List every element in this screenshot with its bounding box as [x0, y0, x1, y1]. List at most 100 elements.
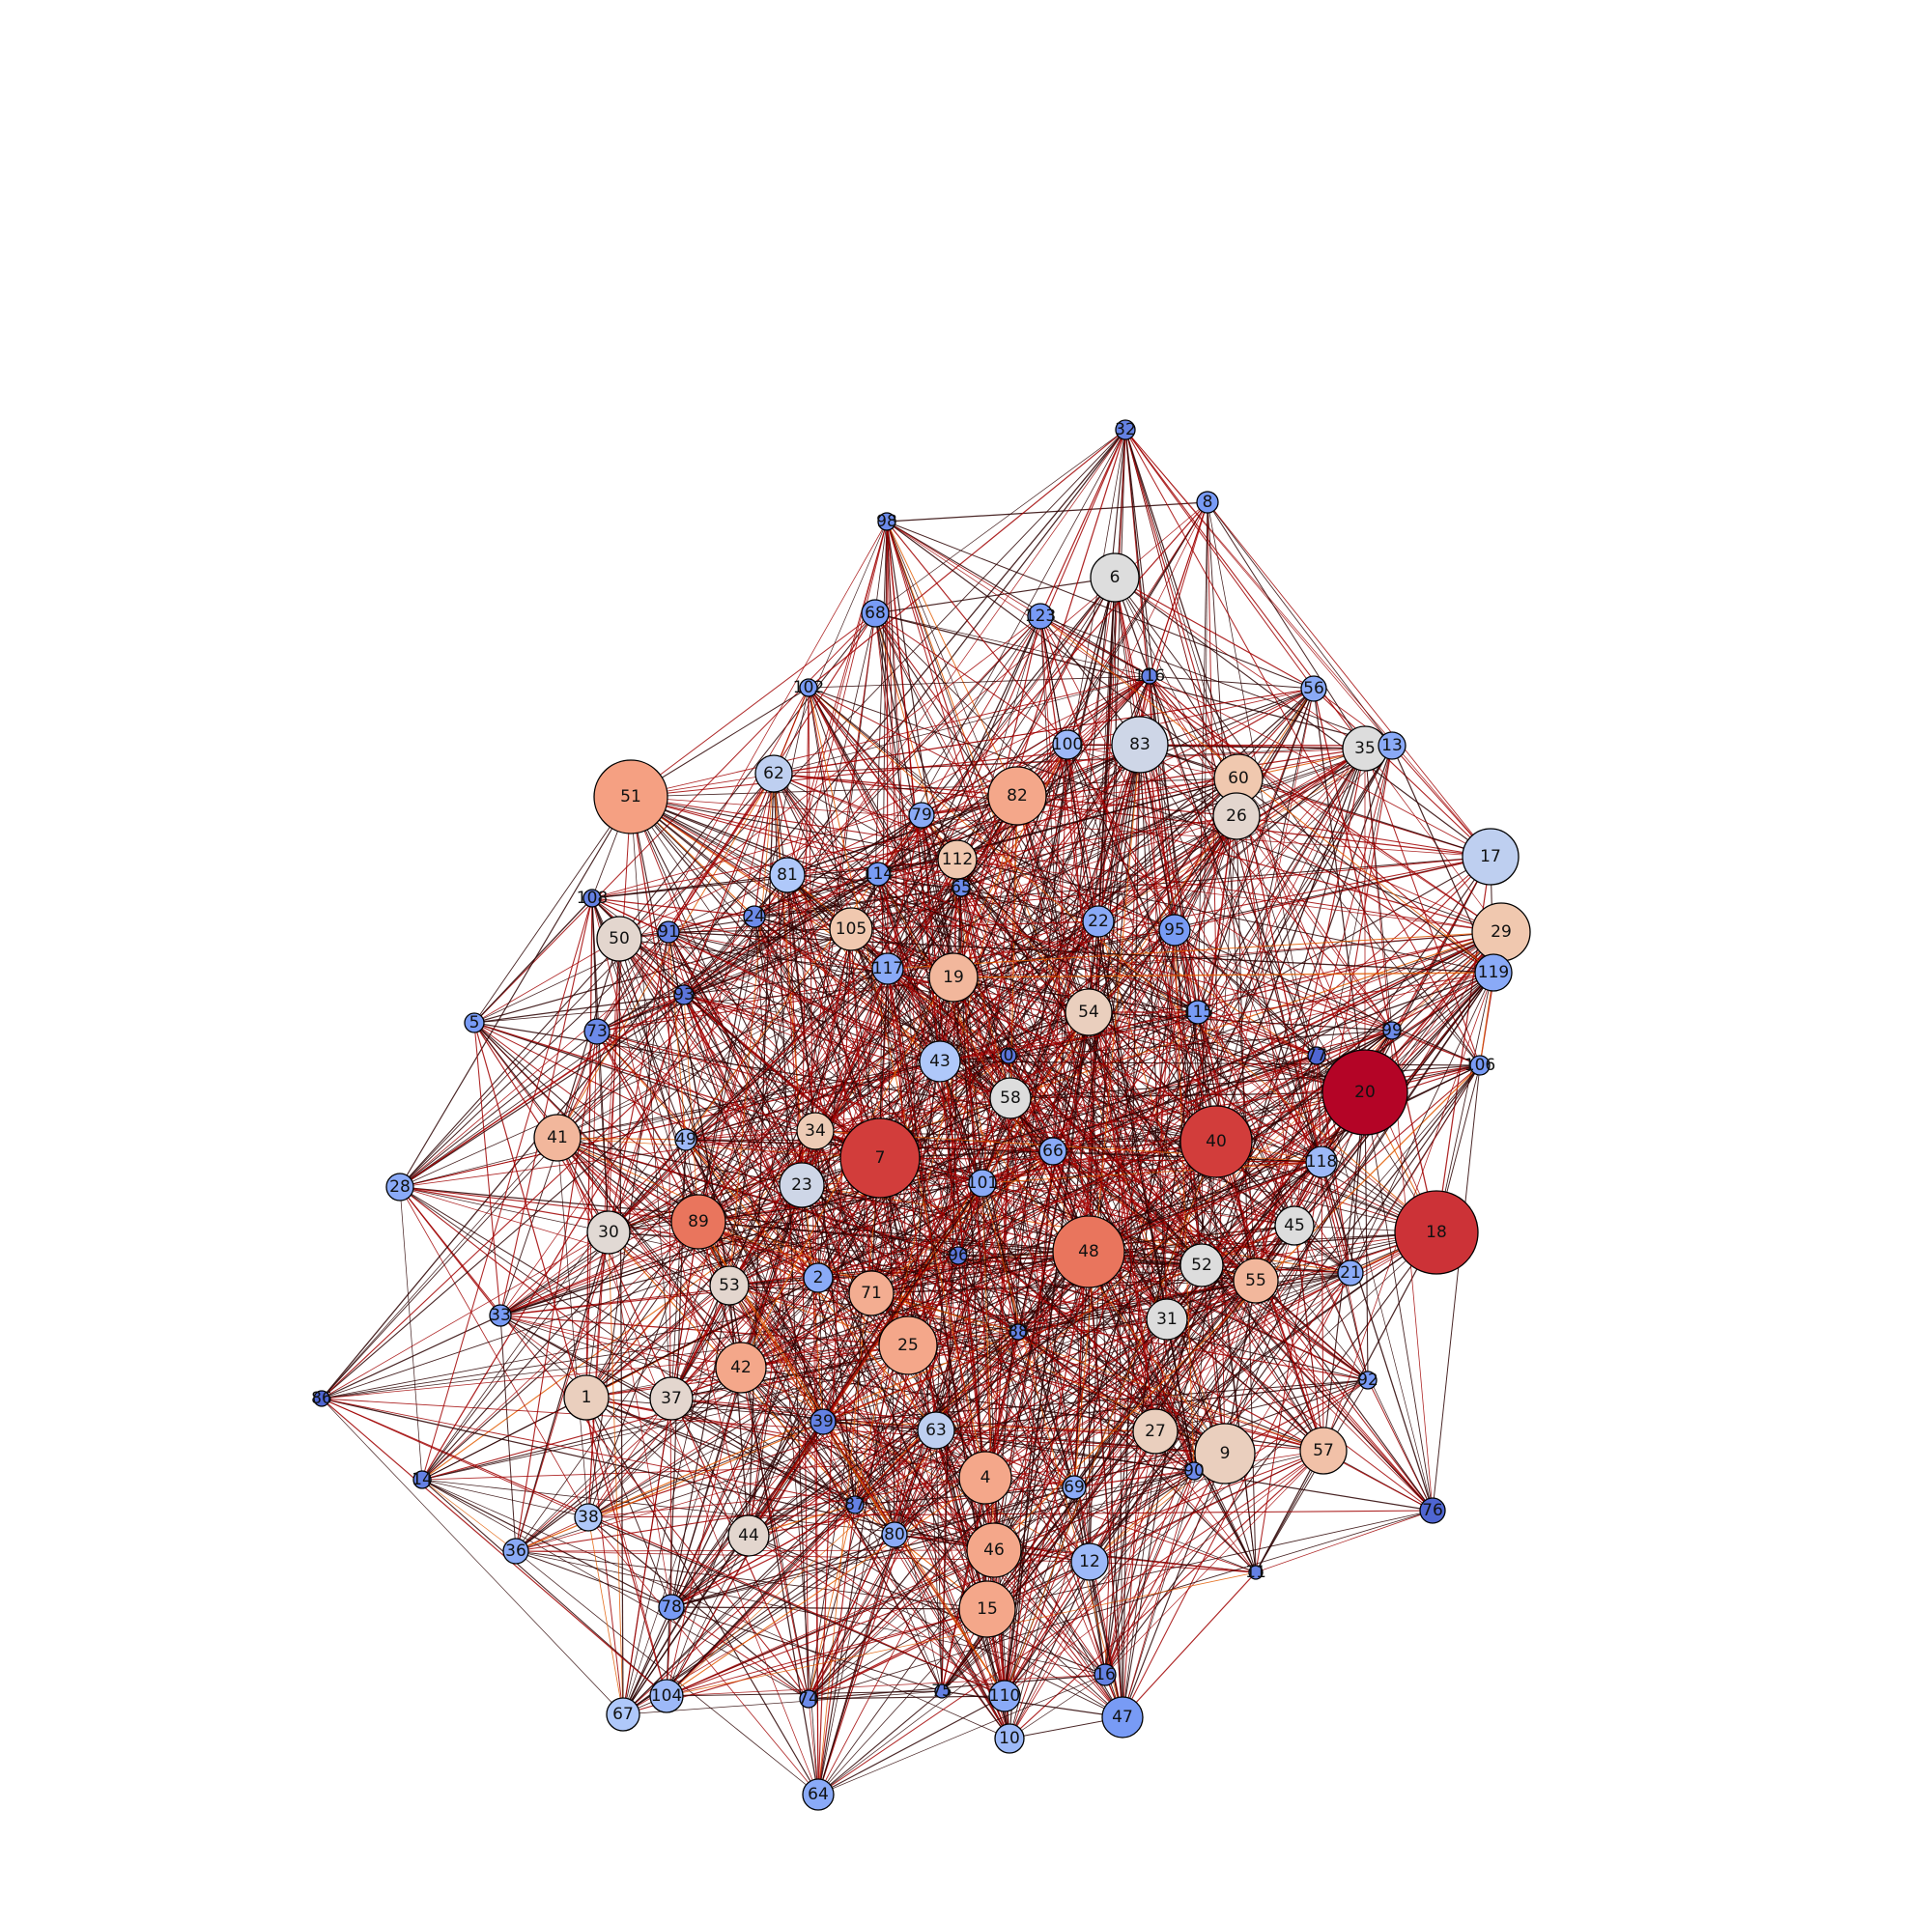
- node-37[interactable]: 37: [649, 1376, 694, 1421]
- node-100[interactable]: 100: [1052, 729, 1083, 760]
- node-79[interactable]: 79: [908, 802, 935, 829]
- node-77[interactable]: 77: [1306, 1046, 1327, 1065]
- node-68[interactable]: 68: [861, 599, 890, 628]
- node-90[interactable]: 90: [1183, 1461, 1205, 1481]
- node-4[interactable]: 4: [958, 1451, 1012, 1505]
- node-57[interactable]: 57: [1299, 1427, 1348, 1475]
- node-17[interactable]: 17: [1462, 828, 1520, 886]
- node-29[interactable]: 29: [1471, 902, 1531, 962]
- node-43[interactable]: 43: [919, 1040, 961, 1083]
- node-51[interactable]: 51: [593, 759, 668, 834]
- node-89[interactable]: 89: [670, 1194, 726, 1250]
- node-62[interactable]: 62: [754, 754, 793, 793]
- node-71[interactable]: 71: [848, 1270, 895, 1316]
- node-82[interactable]: 82: [987, 766, 1047, 826]
- node-22[interactable]: 22: [1082, 905, 1115, 938]
- node-45[interactable]: 45: [1274, 1205, 1315, 1246]
- node-95[interactable]: 95: [1158, 914, 1191, 947]
- node-64[interactable]: 64: [802, 1778, 835, 1811]
- node-75[interactable]: 75: [931, 1682, 952, 1701]
- node-86[interactable]: 86: [311, 1389, 332, 1408]
- node-11[interactable]: 11: [1245, 1563, 1266, 1582]
- node-96[interactable]: 96: [948, 1246, 969, 1265]
- node-8[interactable]: 8: [1196, 491, 1219, 514]
- node-81[interactable]: 81: [769, 857, 806, 893]
- node-99[interactable]: 99: [1381, 1021, 1403, 1040]
- node-108[interactable]: 108: [577, 889, 608, 908]
- node-78[interactable]: 78: [658, 1594, 685, 1621]
- node-112[interactable]: 112: [937, 839, 978, 880]
- node-19[interactable]: 19: [928, 952, 979, 1003]
- node-26[interactable]: 26: [1212, 792, 1261, 840]
- node-25[interactable]: 25: [878, 1315, 938, 1375]
- node-55[interactable]: 55: [1233, 1258, 1279, 1304]
- node-92[interactable]: 92: [1357, 1371, 1378, 1390]
- node-38[interactable]: 38: [574, 1503, 603, 1532]
- node-20[interactable]: 20: [1321, 1049, 1408, 1136]
- node-117[interactable]: 117: [871, 952, 904, 985]
- node-104[interactable]: 104: [649, 1679, 684, 1713]
- node-5[interactable]: 5: [464, 1012, 485, 1033]
- node-110[interactable]: 110: [988, 1680, 1021, 1712]
- node-116[interactable]: 116: [1134, 666, 1165, 686]
- node-9[interactable]: 9: [1194, 1423, 1256, 1485]
- node-105[interactable]: 105: [829, 907, 873, 951]
- node-106[interactable]: 106: [1464, 1055, 1495, 1076]
- node-41[interactable]: 41: [533, 1114, 582, 1162]
- node-21[interactable]: 21: [1337, 1259, 1364, 1287]
- node-7[interactable]: 7: [839, 1117, 921, 1199]
- node-66[interactable]: 66: [1038, 1137, 1067, 1166]
- node-58[interactable]: 58: [989, 1077, 1032, 1119]
- node-39[interactable]: 39: [810, 1408, 837, 1435]
- node-115[interactable]: 115: [1182, 1000, 1213, 1025]
- node-49[interactable]: 49: [674, 1128, 697, 1151]
- node-44[interactable]: 44: [727, 1514, 770, 1557]
- node-34[interactable]: 34: [796, 1112, 835, 1150]
- node-101[interactable]: 101: [967, 1169, 998, 1198]
- node-40[interactable]: 40: [1179, 1105, 1253, 1178]
- node-83[interactable]: 83: [1111, 716, 1169, 774]
- node-118[interactable]: 118: [1305, 1145, 1338, 1178]
- node-12[interactable]: 12: [1070, 1542, 1109, 1581]
- node-98[interactable]: 98: [876, 512, 897, 531]
- node-18[interactable]: 18: [1394, 1190, 1479, 1275]
- node-52[interactable]: 52: [1179, 1243, 1224, 1287]
- node-69[interactable]: 69: [1062, 1475, 1087, 1500]
- node-65[interactable]: 65: [951, 878, 972, 897]
- node-123[interactable]: 123: [1025, 603, 1056, 630]
- node-16[interactable]: 16: [1094, 1663, 1117, 1686]
- node-6[interactable]: 6: [1090, 552, 1140, 603]
- node-74[interactable]: 74: [798, 1689, 819, 1709]
- node-13[interactable]: 13: [1378, 731, 1406, 760]
- node-27[interactable]: 27: [1132, 1408, 1179, 1455]
- node-2[interactable]: 2: [803, 1262, 834, 1293]
- node-88[interactable]: 88: [1008, 1322, 1029, 1342]
- node-76[interactable]: 76: [1419, 1497, 1446, 1524]
- node-28[interactable]: 28: [385, 1173, 414, 1202]
- node-67[interactable]: 67: [606, 1697, 640, 1732]
- node-119[interactable]: 119: [1474, 953, 1513, 992]
- node-24[interactable]: 24: [743, 905, 766, 928]
- node-14[interactable]: 14: [412, 1470, 433, 1489]
- node-56[interactable]: 56: [1300, 675, 1327, 702]
- node-114[interactable]: 114: [863, 862, 894, 887]
- node-36[interactable]: 36: [502, 1538, 529, 1565]
- node-80[interactable]: 80: [881, 1521, 908, 1548]
- node-15[interactable]: 15: [958, 1580, 1016, 1638]
- node-0[interactable]: 0: [1000, 1046, 1017, 1065]
- node-31[interactable]: 31: [1146, 1298, 1188, 1341]
- node-1[interactable]: 1: [563, 1374, 610, 1421]
- node-30[interactable]: 30: [586, 1210, 631, 1255]
- node-54[interactable]: 54: [1065, 988, 1113, 1036]
- node-48[interactable]: 48: [1052, 1215, 1125, 1288]
- node-53[interactable]: 53: [709, 1265, 750, 1306]
- node-42[interactable]: 42: [715, 1342, 767, 1394]
- node-63[interactable]: 63: [917, 1411, 955, 1450]
- node-102[interactable]: 102: [793, 678, 824, 697]
- node-93[interactable]: 93: [673, 984, 695, 1005]
- node-35[interactable]: 35: [1342, 725, 1388, 772]
- node-50[interactable]: 50: [596, 916, 642, 962]
- node-47[interactable]: 47: [1101, 1696, 1144, 1739]
- node-73[interactable]: 73: [583, 1018, 611, 1045]
- node-33[interactable]: 33: [489, 1304, 512, 1327]
